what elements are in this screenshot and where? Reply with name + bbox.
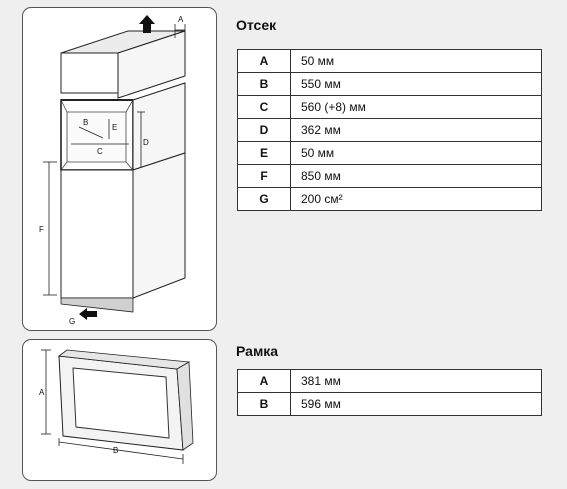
label-a: A (178, 15, 184, 24)
label-b: B (83, 118, 88, 127)
table-row: D 362 мм (237, 118, 542, 142)
cabinet-lower-front (60, 169, 134, 299)
frame-diagram-panel: A B (22, 339, 217, 481)
row-key: A (237, 369, 291, 393)
row-value: 50 мм (290, 141, 542, 165)
cabinet-lower-side (132, 152, 186, 299)
frame-diagram: A B (39, 349, 194, 464)
row-key: C (237, 95, 291, 119)
row-key: B (237, 72, 291, 96)
cabinet-dimensions-table: A 50 мм B 550 мм C 560 (+8) мм D 362 мм … (237, 49, 542, 211)
frame-label-a: A (39, 388, 45, 397)
frame-label-b: B (113, 446, 118, 455)
air-outlet-arrow-icon (139, 15, 155, 33)
air-inlet-arrow-icon (79, 308, 97, 320)
table-row: E 50 мм (237, 141, 542, 165)
cabinet-diagram: A B C D E F G (39, 15, 186, 326)
cabinet-plinth (60, 297, 134, 313)
label-d: D (143, 138, 149, 147)
label-e: E (112, 123, 117, 132)
frame-dimensions-table: A 381 мм B 596 мм (237, 369, 542, 416)
row-value: 200 см² (290, 187, 542, 211)
frame-b-dimension-line (58, 441, 184, 460)
frame-side-bevel (176, 361, 194, 451)
row-value: 850 мм (290, 164, 542, 188)
frame-opening (72, 367, 170, 439)
table-row: A 50 мм (237, 49, 542, 73)
row-value: 50 мм (290, 49, 542, 73)
row-key: E (237, 141, 291, 165)
b-dimension-line (78, 126, 104, 139)
row-value: 596 мм (290, 392, 542, 416)
row-value: 550 мм (290, 72, 542, 96)
label-f: F (39, 225, 44, 234)
table-row: B 596 мм (237, 392, 542, 416)
label-g: G (69, 317, 75, 326)
row-key: B (237, 392, 291, 416)
cabinet-section-title: Отсек (236, 17, 277, 33)
row-key: G (237, 187, 291, 211)
row-key: D (237, 118, 291, 142)
label-c: C (97, 147, 103, 156)
row-key: A (237, 49, 291, 73)
cabinet-top-side (117, 30, 186, 99)
table-row: F 850 мм (237, 164, 542, 188)
table-row: G 200 см² (237, 187, 542, 211)
frame-section-title: Рамка (236, 343, 279, 359)
table-row: C 560 (+8) мм (237, 95, 542, 119)
table-row: A 381 мм (237, 369, 542, 393)
row-value: 362 мм (290, 118, 542, 142)
cabinet-top-front (60, 52, 119, 94)
cabinet-diagram-panel: A B C D E F G (22, 7, 217, 331)
row-key: F (237, 164, 291, 188)
row-value: 560 (+8) мм (290, 95, 542, 119)
table-row: B 550 мм (237, 72, 542, 96)
row-value: 381 мм (290, 369, 542, 393)
